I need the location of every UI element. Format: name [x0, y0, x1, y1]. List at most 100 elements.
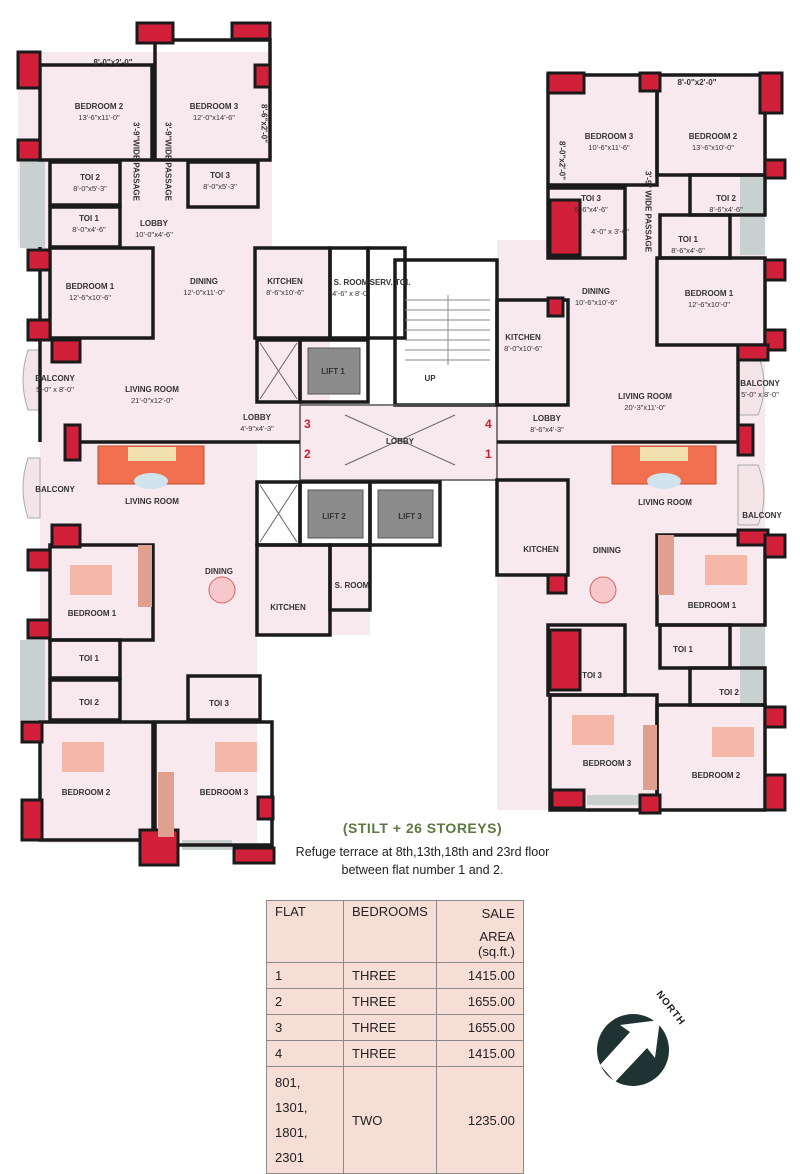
room-label: BEDROOM 2 [692, 770, 740, 781]
room-label: LIFT 1 [321, 366, 345, 377]
header-bedrooms: BEDROOMS [343, 900, 437, 963]
room-label: BALCONY [35, 484, 75, 495]
room-name: S. ROOM [334, 581, 370, 590]
room-dimensions: 5'-0" x 8'-0" [36, 385, 74, 394]
room-label: TOI 1 [673, 644, 693, 655]
north-arrow-icon [597, 1014, 669, 1086]
room-name: BEDROOM 3 [189, 102, 239, 111]
room-name: TOI 1 [79, 654, 99, 663]
floor-fills [18, 52, 765, 843]
room-label: TOI 1 [79, 653, 99, 664]
room-dimensions: 8'-0"x4'-6" [72, 225, 106, 234]
room-name: 8'-0"x2'-0" [93, 58, 133, 67]
room-name: 3'-9"WIDE PASSAGE [163, 122, 173, 201]
room-dimensions: 8'-6"x4'-3" [530, 425, 564, 434]
room-label: LOBBY [386, 436, 414, 447]
room-name: LOBBY [386, 437, 414, 446]
room-name: TOI 3 [210, 171, 230, 180]
table-header: FLAT BEDROOMS SALE [266, 900, 524, 963]
header-flat: FLAT [266, 900, 344, 963]
room-name: BEDROOM 2 [61, 788, 111, 797]
cell-area: 1655.00 [435, 988, 524, 1015]
room-label: TOI 3 [209, 698, 229, 709]
room-label: KITCHEN [270, 602, 306, 613]
room-name: BALCONY [740, 379, 780, 388]
room-label: DINING [593, 545, 621, 556]
room-label: 8'-0"x2'-0" [94, 57, 133, 68]
room-dimensions: 8'-6"x4'-6" [671, 246, 705, 255]
room-label: KITCHEN 8'-0"x10'-6" [504, 332, 542, 354]
room-name: KITCHEN [505, 333, 541, 342]
room-label: BALCONY [742, 510, 782, 521]
room-label: 8'-0"x2'-0" [678, 77, 717, 88]
cell-area: 1415.00 [435, 962, 524, 989]
stair-steps [405, 295, 490, 365]
room-label: S. ROOM [335, 580, 370, 591]
room-dimensions: 8'-0"x10'-6" [504, 344, 542, 353]
room-label: DINING [205, 566, 233, 577]
room-label: LIVING ROOM [638, 497, 692, 508]
cell-bedrooms: TWO [343, 1066, 437, 1174]
cell-flat: 1 [266, 962, 344, 989]
room-name: DINING [190, 277, 218, 286]
room-label: BALCONY 5'-0" x 8'-0" [35, 373, 75, 395]
room-name: BEDROOM 1 [687, 601, 737, 610]
room-name: BALCONY [35, 374, 75, 383]
room-name: UP [424, 374, 436, 383]
cell-bedrooms: THREE [343, 1040, 437, 1067]
cell-area: 1655.00 [435, 1014, 524, 1041]
room-name: BEDROOM 3 [199, 788, 249, 797]
room-name: KITCHEN [270, 603, 306, 612]
room-label: TOI 2 [719, 687, 739, 698]
room-label: BEDROOM 1 [68, 608, 116, 619]
room-name: BALCONY [742, 511, 782, 520]
room-name: DINING [593, 546, 621, 555]
room-dimensions: 4'-0" x 3'-6" [591, 227, 629, 236]
cell-area: 1235.00 [435, 1066, 524, 1174]
cell-flat-cont: 1801, 2301 [275, 1125, 308, 1165]
room-name: LIFT 1 [321, 367, 345, 376]
room-dimensions: 20'-3"x11'-0" [624, 403, 666, 412]
room-dimensions: 10'-6"x11'-6" [588, 143, 630, 152]
room-name: 8'-0"x2'-0" [557, 141, 567, 180]
furniture [62, 447, 754, 837]
room-dimensions: 5'-0" x 8'-0" [741, 390, 779, 399]
room-dimensions: 4'-6" x 8'-0" [332, 289, 370, 298]
room-label: BEDROOM 3 [583, 758, 631, 769]
room-dimensions: 12'-0"x11'-0" [183, 288, 225, 297]
room-name: 8'-0"x2'-0" [677, 78, 717, 87]
room-label: SERV. TOI. [370, 277, 411, 288]
room-label: 8'-0"x2'-0" [557, 141, 568, 180]
room-label: 4'-0" x 3'-6" [591, 226, 629, 237]
room-name: TOI 2 [716, 194, 736, 203]
flat-number-3: 3 [304, 417, 311, 431]
floor-plan [16, 21, 787, 867]
cell-flat: 4 [266, 1040, 344, 1067]
room-name: 3'-9"WIDE PASSAGE [131, 122, 141, 201]
room-dimensions: 4'-9"x4'-3" [240, 424, 274, 433]
room-name: LIVING ROOM [638, 498, 692, 507]
room-name: BEDROOM 2 [691, 771, 741, 780]
room-label: LIFT 3 [398, 511, 422, 522]
room-dimensions: 10'-6"x10'-6" [575, 298, 617, 307]
cell-bedrooms: THREE [343, 962, 437, 989]
room-name: BEDROOM 1 [65, 282, 115, 291]
room-dimensions: 6'-6"x4'-6" [574, 205, 608, 214]
room-name: 3'-9" WIDE PASSAGE [643, 170, 653, 253]
room-dimensions: 12'-0"x14'-6" [193, 113, 235, 122]
